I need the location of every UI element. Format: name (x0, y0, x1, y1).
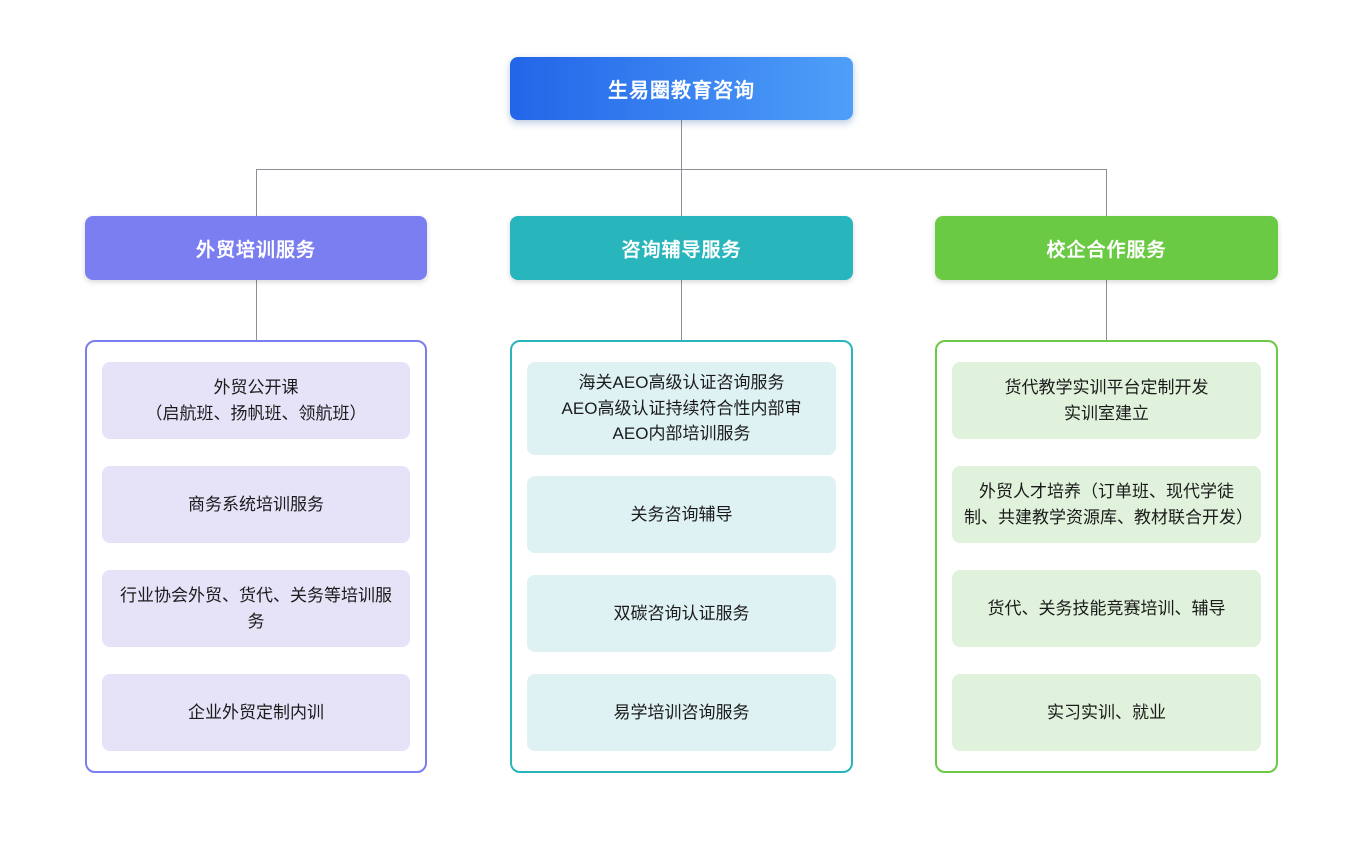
connector-mid-stem (681, 169, 682, 216)
branch-header-school-enterprise: 校企合作服务 (935, 216, 1278, 280)
service-item: 货代、关务技能竞赛培训、辅导 (952, 570, 1261, 647)
branch-panel-school-enterprise: 货代教学实训平台定制开发 实训室建立 外贸人才培养（订单班、现代学徒制、共建教学… (935, 340, 1278, 773)
service-item: 双碳咨询认证服务 (527, 575, 836, 653)
service-item: 行业协会外贸、货代、关务等培训服务 (102, 570, 410, 647)
connector-mid-panel-stem (681, 280, 682, 340)
branch-header-label: 外贸培训服务 (195, 239, 316, 261)
branch-header-label: 咨询辅导服务 (621, 239, 742, 261)
root-node-label: 生易圈教育咨询 (608, 80, 755, 102)
service-item: 货代教学实训平台定制开发 实训室建立 (952, 362, 1261, 439)
service-item: 关务咨询辅导 (527, 476, 836, 554)
root-node: 生易圈教育咨询 (510, 57, 853, 120)
service-item: 企业外贸定制内训 (102, 674, 410, 751)
service-item: 外贸公开课 （启航班、扬帆班、领航班） (102, 362, 410, 439)
connector-right-panel-stem (1106, 280, 1107, 340)
connector-left-stem (256, 169, 257, 216)
connector-right-stem (1106, 169, 1107, 216)
branch-panel-foreign-trade-training: 外贸公开课 （启航班、扬帆班、领航班） 商务系统培训服务 行业协会外贸、货代、关… (85, 340, 427, 773)
branch-panel-consulting-coaching: 海关AEO高级认证咨询服务 AEO高级认证持续符合性内部审 AEO内部培训服务 … (510, 340, 853, 773)
service-item: 海关AEO高级认证咨询服务 AEO高级认证持续符合性内部审 AEO内部培训服务 (527, 362, 836, 455)
connector-root-stem (681, 120, 682, 169)
connector-left-panel-stem (256, 280, 257, 340)
branch-header-consulting-coaching: 咨询辅导服务 (510, 216, 853, 280)
service-item: 商务系统培训服务 (102, 466, 410, 543)
service-item: 实习实训、就业 (952, 674, 1261, 751)
branch-header-label: 校企合作服务 (1046, 239, 1167, 261)
service-item: 易学培训咨询服务 (527, 673, 836, 751)
service-item: 外贸人才培养（订单班、现代学徒制、共建教学资源库、教材联合开发） (952, 466, 1261, 543)
branch-header-foreign-trade-training: 外贸培训服务 (85, 216, 427, 280)
